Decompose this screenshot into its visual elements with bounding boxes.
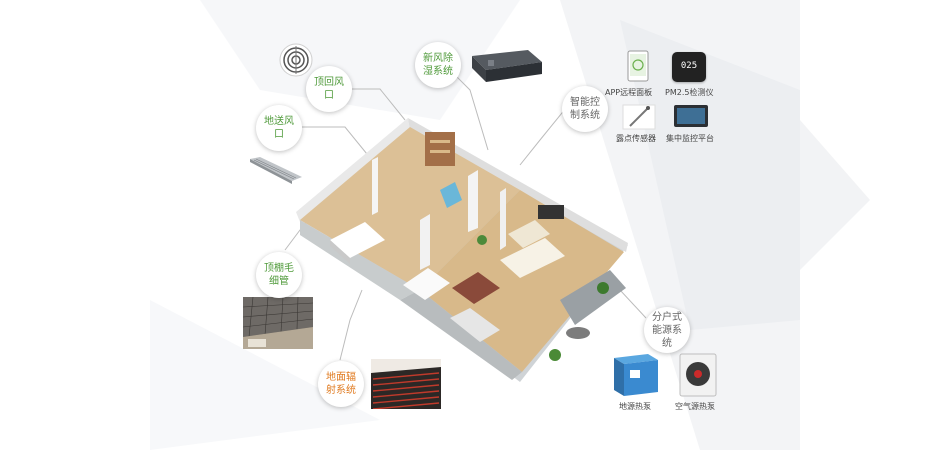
leader-ceiling-return bbox=[348, 88, 406, 121]
caption-app-panel: APP远程面板 bbox=[605, 88, 653, 97]
caption-ground-pump: 地源热泵 bbox=[619, 402, 651, 411]
caption-central-platform: 集中监控平台 bbox=[666, 134, 714, 143]
floor-radiant-photo bbox=[371, 359, 441, 409]
leader-fresh-air bbox=[454, 74, 489, 151]
caption-pm25: PM2.5检测仪 bbox=[665, 88, 714, 97]
fresh-air-unit-icon bbox=[472, 50, 542, 82]
leader-smart-control bbox=[519, 107, 567, 166]
label-ceiling-return: 顶回风口 bbox=[306, 66, 352, 112]
label-capillary: 顶棚毛细管 bbox=[256, 252, 302, 298]
leader-floor-radiant bbox=[339, 289, 363, 361]
label-smart-control: 智能控制系统 bbox=[562, 86, 608, 132]
pm25-reading: 025 bbox=[680, 61, 698, 71]
label-floor-supply: 地送风口 bbox=[256, 105, 302, 151]
caption-air-pump: 空气源热泵 bbox=[675, 402, 715, 411]
monitor-platform-icon bbox=[674, 105, 708, 127]
dew-sensor-icon bbox=[622, 104, 656, 130]
label-fresh-air: 新风除湿系统 bbox=[415, 42, 461, 88]
label-household-energy: 分户式能源系统 bbox=[644, 307, 690, 353]
linear-vent-icon bbox=[250, 157, 302, 184]
air-source-pump-icon bbox=[679, 353, 717, 397]
round-vent-icon bbox=[279, 43, 313, 77]
app-panel-icon bbox=[627, 50, 649, 82]
caption-dew-sensor: 露点传感器 bbox=[616, 134, 656, 143]
ground-source-pump-icon bbox=[614, 354, 658, 396]
capillary-photo bbox=[243, 297, 313, 349]
pm25-monitor: 025 bbox=[672, 52, 706, 82]
label-floor-radiant: 地面辐射系统 bbox=[318, 361, 364, 407]
